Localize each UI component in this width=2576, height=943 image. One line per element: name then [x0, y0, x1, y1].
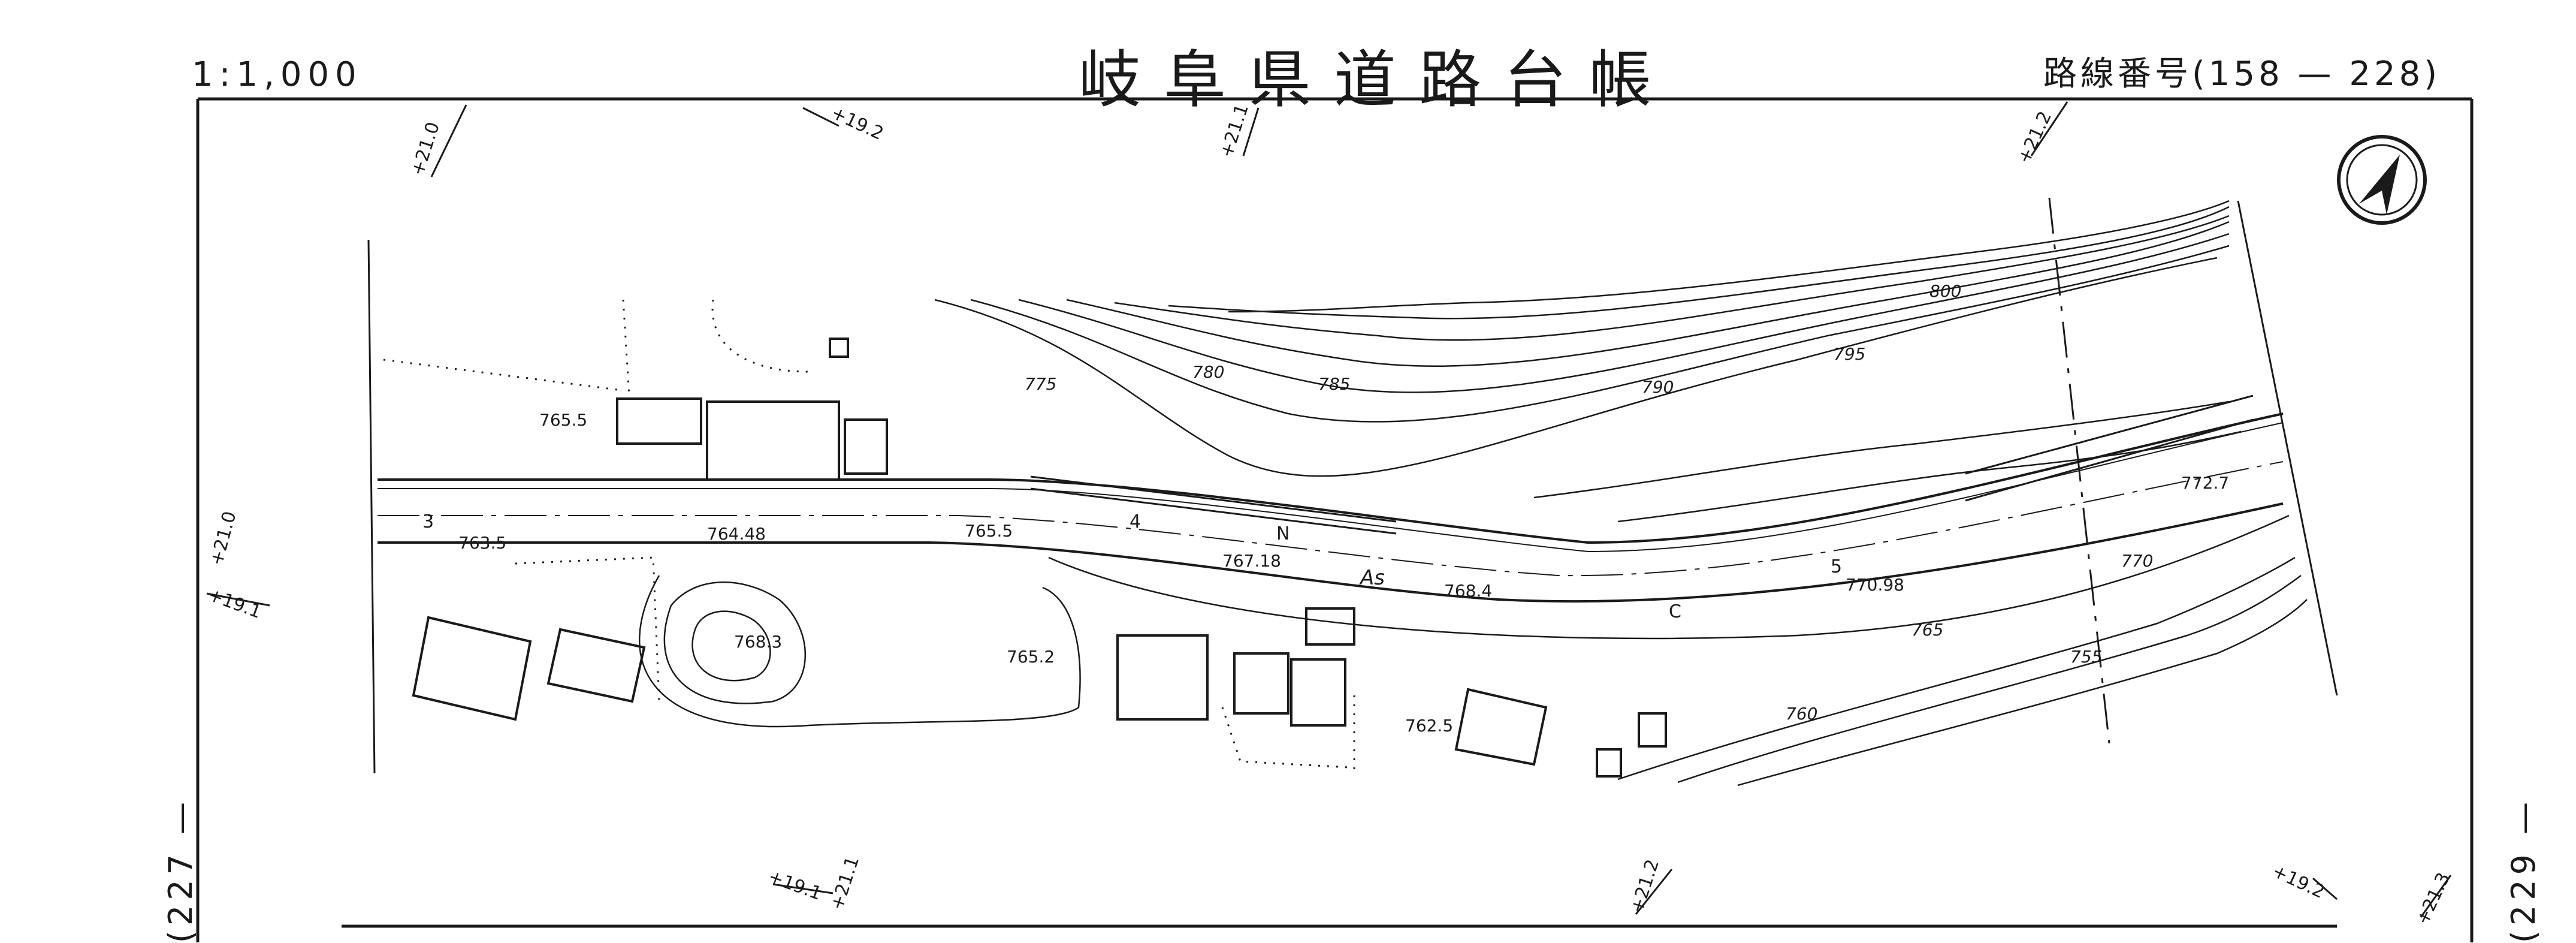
spot-elevations: 765.5 763.5 764.48 765.5 767.18 768.4 77… [458, 410, 2229, 736]
road-mark: C [1669, 601, 1681, 622]
contour-label: 755 [2070, 647, 2102, 667]
retaining-wall-hatch [1030, 394, 2254, 535]
station-labels: +21.0 +19.2 +21.1 +21.2 +21.0 +19.1 +19.… [205, 101, 2454, 928]
contour-label: 785 [1318, 374, 1350, 394]
station-label: +21.0 [407, 119, 444, 178]
station-label: +21.1 [1216, 101, 1253, 160]
elevation-label: 763.5 [458, 533, 506, 553]
station-label: +21.0 [206, 509, 241, 568]
elevation-label: 762.5 [1405, 716, 1453, 736]
surface-mark: As [1359, 566, 1385, 590]
contour-label: 795 [1834, 344, 1865, 364]
map-cut-lines [367, 197, 2338, 774]
elevation-label: 767.18 [1222, 551, 1281, 571]
contour-lines-north [934, 200, 2242, 523]
contour-label: 765 [1911, 620, 1943, 640]
station-label: +21.2 [2014, 108, 2056, 167]
contour-label: 800 [1929, 281, 1961, 301]
contour-labels: 800 795 790 785 780 775 770 765 760 755 [1025, 281, 2153, 724]
elevation-label: 765.5 [965, 521, 1013, 541]
road [378, 412, 2284, 603]
elevation-label: 765.2 [1007, 647, 1055, 667]
station-label: +21.3 [2412, 869, 2455, 928]
parcel-boundaries [383, 299, 1355, 773]
contour-label: 790 [1642, 377, 1674, 397]
station-label: +19.2 [2269, 861, 2328, 903]
station-label: +19.1 [765, 866, 824, 905]
map-scale: 1:1,000 [192, 55, 363, 94]
elevation-label: 765.5 [539, 410, 587, 430]
station-label: +21.1 [826, 854, 863, 912]
contour-label: 760 [1786, 704, 1817, 724]
route-number: 路線番号(158 — 228) [2043, 55, 2441, 94]
elevation-label: 770.98 [1846, 575, 1904, 595]
buildings [412, 338, 1667, 778]
contour-lines-south [639, 514, 2308, 787]
map-frame [196, 97, 2474, 942]
contour-label: 770 [2121, 551, 2153, 571]
contour-label: 780 [1192, 362, 1224, 382]
north-arrow-icon [2337, 135, 2427, 225]
section-mark: 5 [1831, 556, 1842, 577]
section-mark: 3 [422, 511, 434, 532]
elevation-label: 768.3 [734, 632, 782, 652]
elevation-label: 764.48 [707, 524, 766, 544]
road-mark: N [1276, 523, 1289, 544]
contour-label: 775 [1025, 374, 1056, 394]
road-markers: 3 4 5 As N C [422, 511, 1842, 622]
map-title: 岐阜県道路台帳 [1079, 43, 1675, 116]
station-label: +19.1 [205, 585, 264, 623]
station-label: +19.2 [828, 103, 887, 145]
station-ticks [206, 101, 2452, 918]
elevation-label: 768.4 [1444, 581, 1492, 601]
elevation-label: 772.7 [2181, 473, 2229, 493]
section-mark: 4 [1130, 511, 1141, 532]
